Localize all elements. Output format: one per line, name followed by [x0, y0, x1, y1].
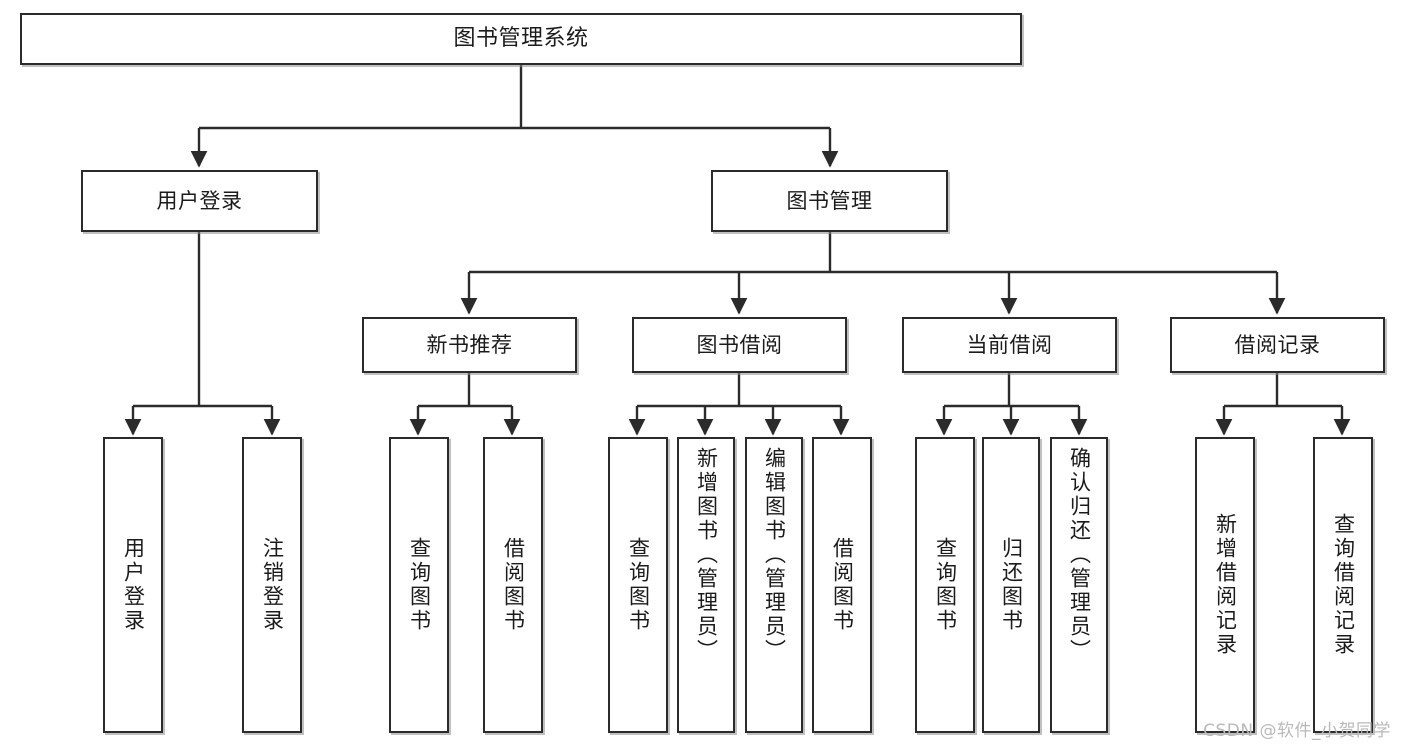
leaf-edit-book-label: 编辑图书（管理员）: [762, 447, 787, 663]
leaf-confirm-return-label: 确认归还（管理员）: [1067, 447, 1092, 663]
node-user-login-label: 用户登录: [156, 188, 243, 213]
leaf-user-login[interactable]: 用户登录: [103, 437, 163, 733]
leaf-logout-label: 注销登录: [260, 537, 285, 633]
leaf-add-book-label: 新增图书（管理员）: [694, 447, 719, 663]
leaf-logout[interactable]: 注销登录: [242, 437, 302, 733]
leaf-query-record-label: 查询借阅记录: [1331, 513, 1356, 657]
node-book-borrow[interactable]: 图书借阅: [632, 317, 847, 373]
leaf-query-book-2-label: 查询图书: [626, 537, 651, 633]
node-borrow-record-label: 借阅记录: [1234, 332, 1321, 357]
leaf-query-book-3[interactable]: 查询图书: [915, 437, 975, 733]
leaf-user-login-label: 用户登录: [121, 537, 146, 633]
node-current-borrow[interactable]: 当前借阅: [902, 317, 1117, 373]
node-book-manage[interactable]: 图书管理: [711, 170, 948, 232]
node-root[interactable]: 图书管理系统: [20, 13, 1022, 65]
leaf-edit-book[interactable]: 编辑图书（管理员）: [745, 437, 803, 733]
leaf-return-book[interactable]: 归还图书: [982, 437, 1040, 733]
node-new-book-rec-label: 新书推荐: [426, 332, 513, 357]
leaf-add-book[interactable]: 新增图书（管理员）: [677, 437, 735, 733]
node-new-book-rec[interactable]: 新书推荐: [362, 317, 577, 373]
node-borrow-record[interactable]: 借阅记录: [1170, 317, 1385, 373]
leaf-borrow-book-2[interactable]: 借阅图书: [812, 437, 872, 733]
leaf-query-book-1[interactable]: 查询图书: [389, 437, 449, 733]
leaf-borrow-book-2-label: 借阅图书: [830, 537, 855, 633]
leaf-confirm-return[interactable]: 确认归还（管理员）: [1050, 437, 1108, 733]
leaf-return-book-label: 归还图书: [999, 537, 1024, 633]
node-book-manage-label: 图书管理: [786, 188, 873, 213]
leaf-borrow-book-1-label: 借阅图书: [501, 537, 526, 633]
node-user-login[interactable]: 用户登录: [81, 170, 318, 232]
leaf-add-record-label: 新增借阅记录: [1213, 513, 1238, 657]
leaf-query-record[interactable]: 查询借阅记录: [1313, 437, 1373, 733]
node-current-borrow-label: 当前借阅: [966, 332, 1053, 357]
leaf-borrow-book-1[interactable]: 借阅图书: [483, 437, 543, 733]
leaf-query-book-3-label: 查询图书: [933, 537, 958, 633]
leaf-add-record[interactable]: 新增借阅记录: [1195, 437, 1255, 733]
node-book-borrow-label: 图书借阅: [696, 332, 783, 357]
node-root-label: 图书管理系统: [453, 26, 589, 52]
leaf-query-book-1-label: 查询图书: [407, 537, 432, 633]
watermark: CSDN @软件_小贺同学: [1203, 721, 1391, 741]
leaf-query-book-2[interactable]: 查询图书: [608, 437, 668, 733]
